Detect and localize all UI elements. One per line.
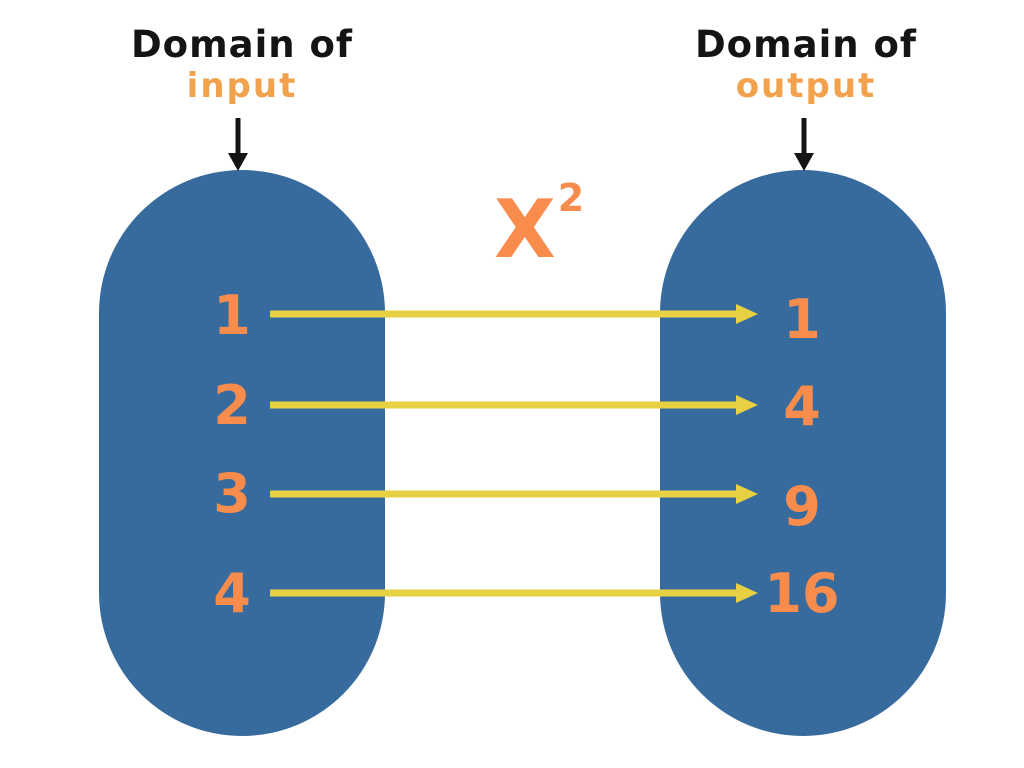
function-base: X — [494, 183, 556, 276]
function-label: X2 — [494, 176, 584, 270]
output-domain-title-line1: Domain of — [694, 23, 918, 66]
output-value-4: 16 — [764, 562, 840, 625]
output-domain-set — [660, 170, 946, 736]
output-domain-title-line2: output — [735, 66, 877, 107]
input-value-1: 1 — [213, 284, 251, 347]
function-exponent: 2 — [557, 176, 585, 220]
input-value-3: 3 — [213, 462, 251, 525]
output-value-1: 1 — [783, 288, 821, 351]
input-value-2: 2 — [213, 374, 251, 437]
down-arrow-icon-right — [794, 118, 814, 171]
input-domain-title-line2: input — [186, 66, 298, 107]
input-domain-title-line1: Domain of — [130, 23, 354, 66]
down-arrow-icon-left — [228, 118, 248, 171]
input-domain-set — [99, 170, 385, 736]
output-value-2: 4 — [783, 375, 821, 438]
output-domain-title: Domain of output — [656, 24, 956, 106]
input-domain-title: Domain of input — [92, 24, 392, 106]
output-value-3: 9 — [783, 475, 821, 538]
input-value-4: 4 — [213, 562, 251, 625]
